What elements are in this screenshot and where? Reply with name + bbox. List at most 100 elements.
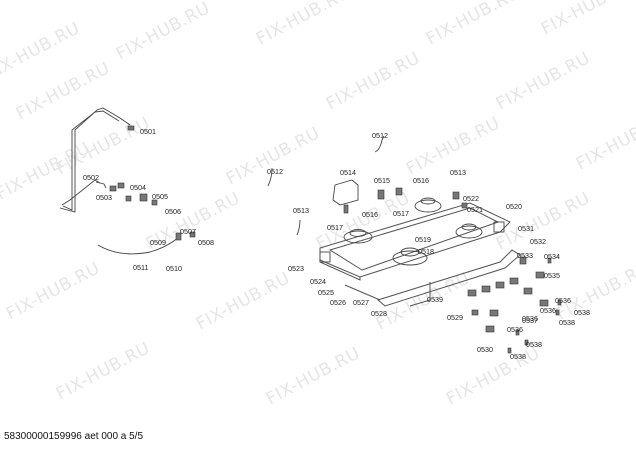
part-label: 0505 (152, 192, 168, 201)
connector (189, 231, 196, 238)
part-label: 0522 (463, 194, 479, 203)
gas-pipe (59, 107, 131, 213)
igniter (377, 189, 385, 200)
part-label: 0526 (330, 298, 346, 307)
document-footer: 58300000159996 aet 000 a 5/5 (4, 431, 144, 442)
burner-cap (420, 197, 436, 205)
part-label: 0536 (555, 296, 571, 305)
igniter (395, 187, 403, 196)
electrode-wire (296, 219, 301, 236)
gas-valve (539, 299, 549, 307)
screw (524, 339, 529, 346)
watermark-text: FIX-HUB.RU (0, 18, 84, 84)
bracket (493, 221, 505, 233)
part-label: 0537 (522, 316, 538, 325)
part-label: 0536 (507, 325, 523, 334)
part-label: 0508 (198, 238, 214, 247)
watermark-text: FIX-HUB.RU (13, 58, 114, 124)
gas-valve (523, 287, 533, 295)
part-label: 0524 (310, 277, 326, 286)
electrode-wire (374, 135, 385, 153)
watermark-text: FIX-HUB.RU (0, 138, 94, 204)
watermark-text: FIX-HUB.RU (223, 123, 324, 189)
nut (125, 195, 132, 202)
part-label: 0535 (544, 271, 560, 280)
part-label: 0512 (372, 131, 388, 140)
fitting (117, 182, 125, 189)
watermark-text: FIX-HUB.RU (553, 258, 636, 324)
part-label: 0528 (371, 309, 387, 318)
part-label: 0503 (96, 193, 112, 202)
part-label: 0502 (83, 173, 99, 182)
part-label: 0532 (530, 237, 546, 246)
spark-plug (343, 204, 349, 214)
burner-assembly (267, 135, 562, 354)
gas-valve (485, 325, 495, 333)
part-label: 0539 (427, 295, 443, 304)
watermark-text: FIX-HUB.RU (263, 343, 364, 409)
part-label: 0538 (559, 318, 575, 327)
part-label: 0519 (415, 235, 431, 244)
part-label: 0530 (477, 345, 493, 354)
watermark-text: FIX-HUB.RU (373, 268, 474, 334)
part-label: 0510 (166, 264, 182, 273)
part-label: 0521 (467, 205, 483, 214)
watermark-text: FIX-HUB.RU (53, 338, 154, 404)
screw (557, 299, 562, 306)
part-label: 0516 (413, 176, 429, 185)
watermark-text: FIX-HUB.RU (493, 48, 594, 114)
valve-spring (519, 256, 527, 265)
part-label: 0518 (418, 247, 434, 256)
part-label: 0529 (447, 313, 463, 322)
part-label: 0507 (180, 227, 196, 236)
screw (515, 329, 520, 336)
burner-cup-521 (455, 225, 483, 239)
igniter-block (332, 179, 359, 206)
part-label: 0517 (327, 223, 343, 232)
watermark-text: FIX-HUB.RU (538, 0, 636, 39)
burner-cup-517b (414, 199, 442, 213)
gas-valve (467, 289, 477, 297)
fitting (109, 185, 117, 192)
burner-cup-518 (392, 250, 428, 266)
part-label: 0520 (506, 202, 522, 211)
part-label: 0513 (293, 206, 309, 215)
gas-pipe-inner (62, 110, 120, 211)
left-pipe-group (59, 107, 196, 255)
bracket (319, 251, 331, 263)
part-label: 0538 (574, 308, 590, 317)
watermark-text: FIX-HUB.RU (313, 188, 414, 254)
valve-block (139, 193, 148, 202)
watermark-text: FIX-HUB.RU (253, 0, 354, 49)
screw (507, 347, 512, 354)
watermark-text: FIX-HUB.RU (423, 0, 524, 49)
watermark-text: FIX-HUB.RU (113, 0, 214, 64)
connector (175, 232, 182, 241)
watermark-text: FIX-HUB.RU (573, 108, 636, 174)
part-label: 0514 (340, 168, 356, 177)
burner-cup-517 (343, 230, 373, 244)
screw (555, 309, 560, 316)
gas-valve (509, 277, 519, 285)
part-label: 0516 (362, 210, 378, 219)
thermocouple-wire (97, 237, 179, 255)
part-label: 0533 (517, 251, 533, 260)
gas-valve (535, 271, 545, 279)
part-label: 0513 (450, 168, 466, 177)
gas-pipe-lower (61, 179, 101, 206)
part-label: 0511 (133, 263, 148, 272)
part-label: 0525 (318, 288, 334, 297)
part-label: 0504 (130, 183, 146, 192)
tray-side (319, 248, 361, 281)
watermark-text: FIX-HUB.RU (193, 268, 294, 334)
watermark-text: FIX-HUB.RU (443, 343, 544, 409)
burner-cap (349, 229, 367, 237)
part-label: 0536 (522, 314, 538, 323)
gas-valve (489, 309, 499, 317)
part-label: 0509 (150, 238, 166, 247)
gas-valve (495, 281, 505, 289)
gas-manifold (376, 249, 521, 307)
part-label: 0517 (393, 209, 409, 218)
pipe-nut (127, 125, 135, 131)
